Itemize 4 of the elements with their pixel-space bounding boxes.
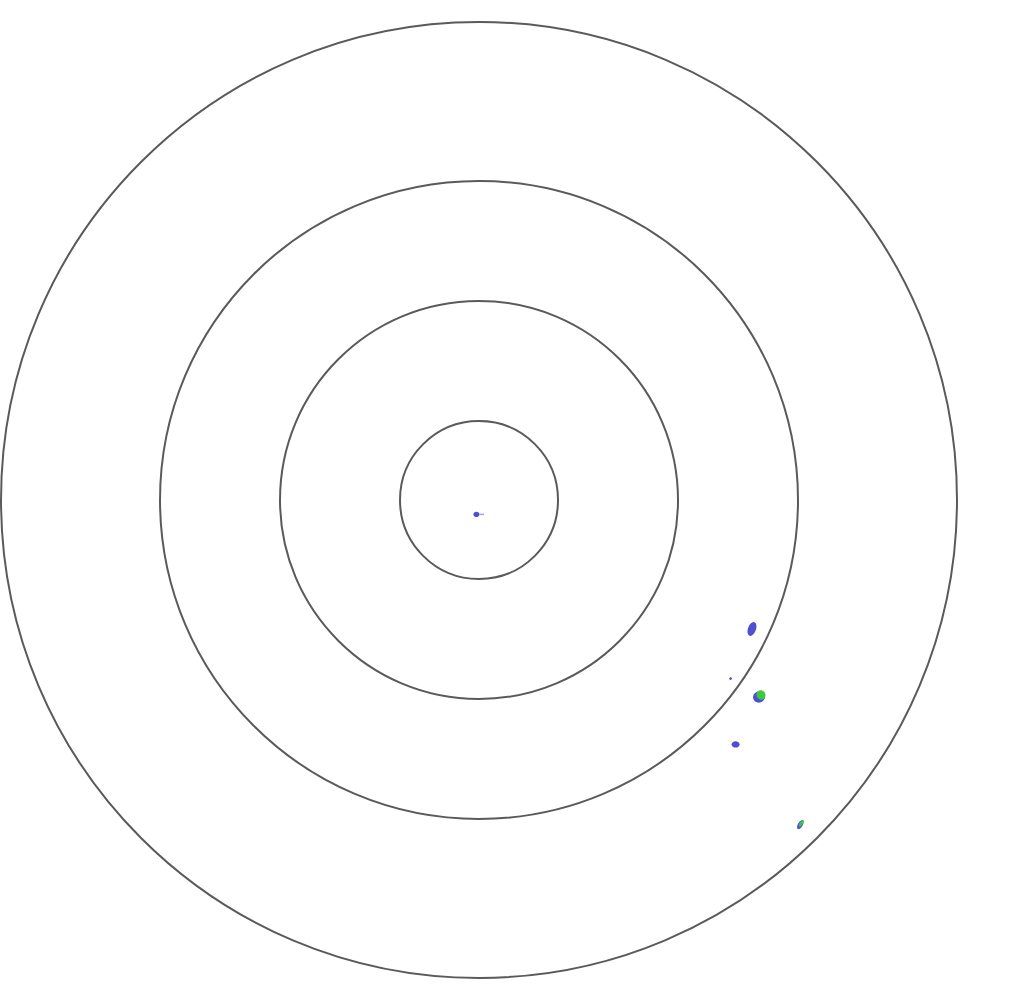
circle (159, 180, 799, 820)
circle (279, 300, 679, 700)
circle (399, 420, 559, 580)
circle (0, 21, 958, 979)
